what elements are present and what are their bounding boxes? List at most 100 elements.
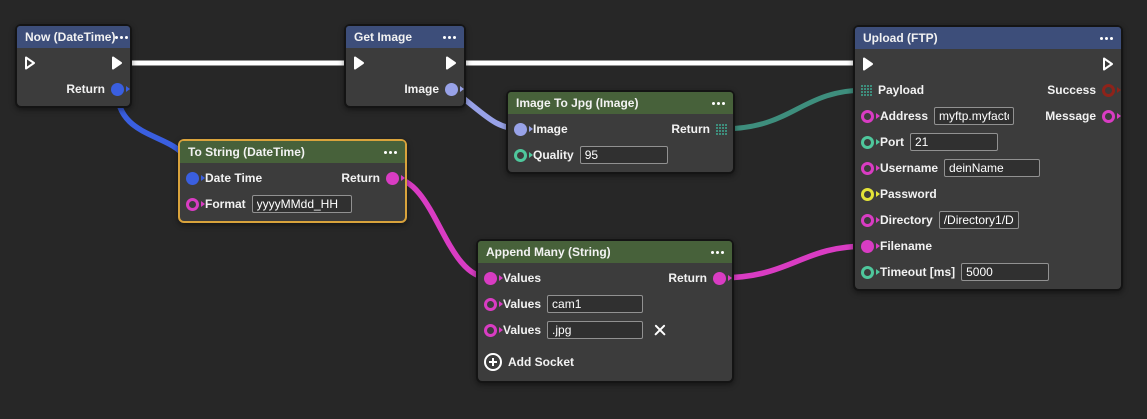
input-label: Filename <box>880 239 933 253</box>
node-image-to-jpg[interactable]: Image To Jpg (Image) Image Return Qualit… <box>506 90 735 174</box>
input-label: Values <box>503 271 542 285</box>
node-now-datetime[interactable]: Now (DateTime) Return <box>15 24 132 108</box>
port-input[interactable] <box>910 133 998 151</box>
return-bytes-output-socket[interactable] <box>716 123 727 135</box>
image-output-socket[interactable] <box>445 82 464 96</box>
node-title: Append Many (String) <box>486 245 611 259</box>
input-label: Password <box>880 187 937 201</box>
output-row: Image <box>346 76 464 102</box>
input-label: Values <box>503 323 542 337</box>
port-input-socket[interactable] <box>861 135 880 149</box>
output-label: Return <box>66 82 105 96</box>
output-label: Return <box>671 122 710 136</box>
node-append-many[interactable]: Append Many (String) Values Return Value… <box>476 239 734 383</box>
return-output-socket[interactable] <box>386 171 405 185</box>
io-row: Image Return <box>508 116 733 142</box>
directory-input[interactable] <box>938 211 1019 229</box>
input-label: Timeout [ms] <box>880 265 956 279</box>
node-menu-icon[interactable] <box>711 248 724 257</box>
connection-imagetojpg-return-to-upload-payload[interactable] <box>718 87 870 132</box>
node-header[interactable]: Upload (FTP) <box>855 27 1121 49</box>
return-output-socket[interactable] <box>111 82 130 96</box>
connection-appendmany-return-to-upload-filename[interactable] <box>716 243 871 281</box>
filename-input-socket[interactable] <box>861 239 880 253</box>
input-row: Values <box>478 291 732 317</box>
message-output-socket[interactable] <box>1102 109 1121 123</box>
values3-input-socket[interactable] <box>484 323 503 337</box>
node-header[interactable]: Get Image <box>346 26 464 48</box>
node-header[interactable]: Image To Jpg (Image) <box>508 92 733 114</box>
username-input-socket[interactable] <box>861 161 880 175</box>
exec-out-socket[interactable] <box>1101 56 1115 72</box>
node-header[interactable]: Append Many (String) <box>478 241 732 263</box>
io-row: Values Return <box>478 265 732 291</box>
node-menu-icon[interactable] <box>384 148 397 157</box>
node-title: Now (DateTime) <box>25 30 116 44</box>
output-row: Return <box>17 76 130 102</box>
timeout-input[interactable] <box>961 263 1050 281</box>
exec-out-socket[interactable] <box>110 55 124 71</box>
exec-row <box>855 51 1121 77</box>
exec-out-socket[interactable] <box>444 55 458 71</box>
quality-input-socket[interactable] <box>514 148 533 162</box>
quality-input[interactable] <box>579 146 668 164</box>
address-input[interactable] <box>934 107 1015 125</box>
output-label: Message <box>1045 109 1096 123</box>
exec-in-socket[interactable] <box>352 55 366 71</box>
input-label: Payload <box>878 83 925 97</box>
node-get-image[interactable]: Get Image Image <box>344 24 466 108</box>
add-socket-icon[interactable] <box>484 353 502 371</box>
node-title: Upload (FTP) <box>863 31 938 45</box>
io-row: Address Message <box>855 103 1121 129</box>
input-row: Port <box>855 129 1121 155</box>
remove-socket-icon[interactable] <box>653 323 667 337</box>
password-input-socket[interactable] <box>861 187 880 201</box>
node-to-string-datetime[interactable]: To String (DateTime) Date Time Return Fo… <box>178 139 407 223</box>
input-row: Username <box>855 155 1121 181</box>
node-menu-icon[interactable] <box>115 33 129 42</box>
node-menu-icon[interactable] <box>1100 34 1113 43</box>
username-input[interactable] <box>944 159 1041 177</box>
values2-input-socket[interactable] <box>484 297 503 311</box>
io-row: Payload Success <box>855 77 1121 103</box>
input-row: Timeout [ms] <box>855 259 1121 285</box>
input-label: Directory <box>880 213 933 227</box>
add-socket-row[interactable]: Add Socket <box>478 347 732 377</box>
node-menu-icon[interactable] <box>712 99 725 108</box>
output-label: Return <box>668 271 707 285</box>
add-socket-label[interactable]: Add Socket <box>508 355 575 369</box>
input-label: Date Time <box>205 171 263 185</box>
image-input-socket[interactable] <box>514 122 533 136</box>
payload-bytes-input-socket[interactable] <box>861 84 872 96</box>
node-menu-icon[interactable] <box>443 33 456 42</box>
input-label: Format <box>205 197 246 211</box>
input-label: Port <box>880 135 904 149</box>
io-row: Date Time Return <box>180 165 405 191</box>
values2-input[interactable] <box>547 295 644 313</box>
timeout-input-socket[interactable] <box>861 265 880 279</box>
directory-input-socket[interactable] <box>861 213 880 227</box>
exec-in-socket[interactable] <box>23 55 37 71</box>
node-upload-ftp[interactable]: Upload (FTP) Payload Success <box>853 25 1123 291</box>
datetime-input-socket[interactable] <box>186 171 205 185</box>
format-input-socket[interactable] <box>186 197 205 211</box>
input-row: Quality <box>508 142 733 168</box>
success-output-socket[interactable] <box>1102 83 1121 97</box>
node-title: To String (DateTime) <box>188 145 305 159</box>
node-header[interactable]: To String (DateTime) <box>180 141 405 163</box>
input-label: Quality <box>533 148 574 162</box>
input-row: Filename <box>855 233 1121 259</box>
input-row: Values <box>478 317 732 343</box>
return-output-socket[interactable] <box>713 271 732 285</box>
input-label: Address <box>880 109 929 123</box>
values-input-socket[interactable] <box>484 271 503 285</box>
node-header[interactable]: Now (DateTime) <box>17 26 130 48</box>
input-row: Directory <box>855 207 1121 233</box>
values3-input[interactable] <box>547 321 644 339</box>
input-row: Format <box>180 191 405 217</box>
address-input-socket[interactable] <box>861 109 880 123</box>
format-input[interactable] <box>251 195 352 213</box>
output-label: Image <box>404 82 439 96</box>
exec-in-socket[interactable] <box>861 56 875 72</box>
